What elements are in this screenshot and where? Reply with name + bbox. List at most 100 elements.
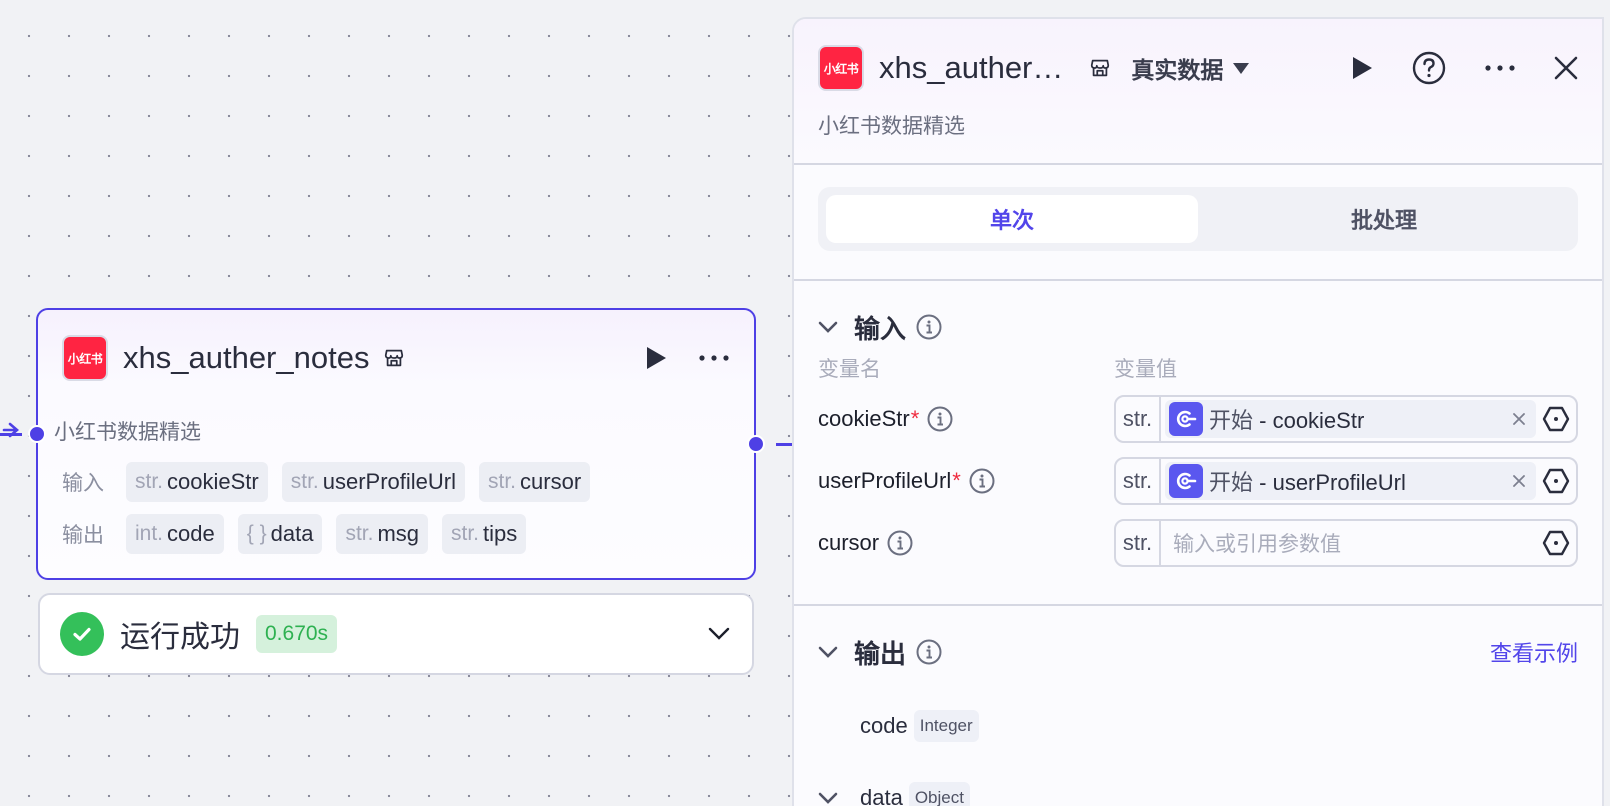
type-prefix: { }: [246, 522, 267, 545]
info-icon[interactable]: [916, 314, 942, 340]
type-label: str.: [1116, 459, 1161, 503]
param-name: cursor: [520, 469, 582, 494]
ref-variable: userProfileUrl: [1272, 470, 1406, 495]
output-section-header[interactable]: 输出 查看示例: [818, 628, 1578, 676]
node-description: 小红书数据精选: [54, 421, 201, 444]
field-name: data: [860, 785, 903, 806]
column-header-name: 变量名: [818, 358, 881, 381]
info-icon[interactable]: [927, 406, 953, 432]
output-field-code: code Integer: [860, 710, 979, 742]
xiaohongshu-logo: 小红书: [818, 45, 864, 91]
reference-text: 开始 - userProfileUrl: [1209, 465, 1406, 497]
output-chip-msg: str.msg: [336, 514, 429, 554]
type-label: str.: [1116, 397, 1161, 441]
help-button[interactable]: [1412, 51, 1446, 85]
help-icon: [1412, 51, 1446, 85]
param-label: cursor: [818, 530, 880, 555]
reference-tag[interactable]: 开始 - userProfileUrl: [1165, 462, 1536, 500]
chevron-down-icon[interactable]: [708, 627, 730, 641]
node-test-panel: 小红书 xhs_auther… 真实数据: [792, 17, 1604, 806]
play-icon: [1353, 57, 1372, 79]
segmented-control: 单次 批处理: [818, 187, 1578, 251]
reference-tag[interactable]: 开始 - cookieStr: [1165, 400, 1536, 438]
variable-hexagon-icon: [1542, 468, 1570, 494]
param-label: userProfileUrl: [818, 468, 952, 493]
type-label: str.: [1116, 521, 1161, 565]
param-name: code: [167, 521, 215, 546]
variable-hexagon-icon: [1542, 406, 1570, 432]
tab-batch[interactable]: 批处理: [1350, 208, 1417, 233]
type-prefix: str.: [290, 470, 319, 493]
param-name: tips: [483, 521, 518, 546]
ref-source: 开始: [1209, 408, 1254, 433]
output-chip-data: { }data: [237, 514, 323, 554]
tab-single[interactable]: 单次: [826, 195, 1198, 243]
cursor-placeholder[interactable]: 输入或引用参数值: [1173, 533, 1341, 556]
start-node-icon: [1169, 464, 1203, 498]
workflow-node-card[interactable]: 小红书 xhs_auther_notes 小红书数据精选 输入 str.cook…: [36, 308, 756, 580]
node-inputs-row: 输入 str.cookieStr str.userProfileUrl str.…: [62, 462, 591, 502]
close-icon: [1554, 56, 1578, 80]
node-outputs-row: 输出 int.code { }data str.msg str.tips: [62, 514, 527, 554]
required-marker: *: [952, 468, 961, 493]
output-section-title: 输出: [854, 638, 907, 669]
input-port[interactable]: [28, 425, 46, 443]
run-test-button[interactable]: [1350, 55, 1374, 81]
variable-picker-button[interactable]: [1536, 468, 1576, 494]
clear-icon[interactable]: [1512, 412, 1526, 426]
column-header-value: 变量值: [1114, 358, 1177, 381]
run-duration-badge: 0.670s: [256, 615, 338, 653]
param-row-cookieStr: cookieStr* str. 开始 - cookieStr: [818, 395, 1578, 443]
close-panel-button[interactable]: [1554, 56, 1578, 80]
panel-description: 小红书数据精选: [818, 115, 965, 138]
input-chip-cookieStr: str.cookieStr: [126, 462, 268, 502]
output-chip-tips: str.tips: [442, 514, 527, 554]
type-prefix: str.: [135, 470, 164, 493]
node-more-button[interactable]: [698, 354, 730, 362]
start-node-icon: [1169, 402, 1203, 436]
panel-header: 小红书 xhs_auther… 真实数据: [794, 19, 1602, 165]
output-field-data[interactable]: data Object: [818, 782, 970, 806]
data-mode-dropdown[interactable]: 真实数据: [1131, 51, 1250, 85]
type-prefix: str.: [345, 522, 374, 545]
outgoing-edge: [776, 443, 794, 446]
caret-down-icon: [1233, 62, 1250, 74]
variable-picker-button[interactable]: [1536, 406, 1576, 432]
node-header: 小红书 xhs_auther_notes: [62, 334, 730, 382]
play-icon: [647, 347, 666, 369]
chevron-down-icon[interactable]: [818, 792, 838, 804]
cookieStr-value-input[interactable]: str. 开始 - cookieStr: [1114, 395, 1578, 443]
param-name: data: [270, 521, 314, 546]
field-type-badge: Object: [908, 782, 970, 806]
input-section-title: 输入: [854, 313, 907, 344]
chevron-down-icon[interactable]: [818, 646, 838, 658]
more-icon: [1485, 65, 1515, 71]
run-node-button[interactable]: [644, 345, 668, 371]
info-icon[interactable]: [969, 468, 995, 494]
variable-picker-button[interactable]: [1536, 530, 1576, 556]
info-icon[interactable]: [916, 639, 942, 665]
more-icon: [699, 355, 729, 361]
arrow-right-icon: [2, 422, 19, 438]
info-icon[interactable]: [887, 530, 913, 556]
cursor-value-input[interactable]: str. 输入或引用参数值: [1114, 519, 1578, 567]
clear-icon[interactable]: [1512, 474, 1526, 488]
reference-text: 开始 - cookieStr: [1209, 403, 1364, 435]
panel-more-button[interactable]: [1484, 64, 1516, 72]
required-marker: *: [910, 406, 920, 431]
view-example-link[interactable]: 查看示例: [1489, 641, 1578, 666]
param-row-cursor: cursor str. 输入或引用参数值: [818, 519, 1578, 567]
field-type-badge: Integer: [913, 710, 979, 742]
xiaohongshu-logo: 小红书: [62, 335, 108, 381]
run-result-bar[interactable]: 运行成功 0.670s: [38, 593, 754, 675]
param-row-userProfileUrl: userProfileUrl* str. 开始 - userProfileUrl: [818, 457, 1578, 505]
output-port[interactable]: [747, 435, 765, 453]
field-name: code: [860, 713, 908, 738]
param-label: cookieStr: [818, 406, 910, 431]
type-prefix: str.: [488, 470, 517, 493]
input-section-header[interactable]: 输入: [818, 303, 1578, 351]
run-status-text: 运行成功: [120, 621, 240, 654]
userProfileUrl-value-input[interactable]: str. 开始 - userProfileUrl: [1114, 457, 1578, 505]
input-chip-userProfileUrl: str.userProfileUrl: [281, 462, 466, 502]
chevron-down-icon[interactable]: [818, 321, 838, 333]
